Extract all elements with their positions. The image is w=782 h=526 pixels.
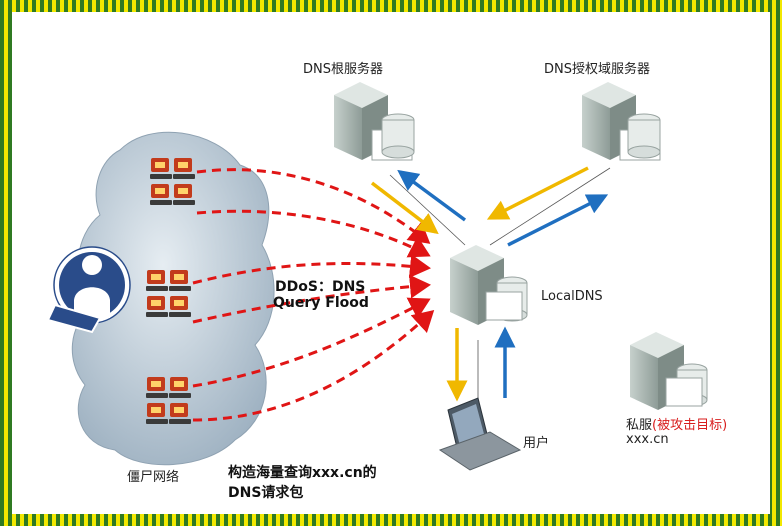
bot-group-top — [150, 158, 195, 205]
auth-server-icon — [582, 82, 661, 161]
root-server-label: DNS根服务器 — [303, 62, 383, 77]
private-target-close: ) — [722, 418, 728, 433]
private-server-icon — [630, 332, 708, 410]
query-arrows — [370, 166, 589, 402]
local-dns-server-icon — [450, 245, 528, 325]
private-target-open: ( — [652, 418, 658, 433]
hacker-icon — [46, 246, 131, 334]
laptop-icon — [438, 397, 522, 471]
private-server-name: 私服 — [626, 418, 653, 433]
caption-line1: 构造海量查询xxx.cn的 — [228, 465, 377, 481]
reply-arrows — [397, 169, 609, 398]
user-label: 用户 — [523, 436, 550, 451]
attack-label-line2: Query Flood — [273, 295, 369, 311]
private-server-label: 私服(被攻击目标) — [626, 414, 727, 433]
botnet-label: 僵尸网络 — [127, 470, 180, 485]
local-dns-label: LocalDNS — [541, 289, 603, 304]
auth-server-label: DNS授权域服务器 — [544, 62, 650, 77]
attack-label-line1: DDoS：DNS — [275, 279, 366, 295]
bot-group-bottom — [146, 377, 191, 424]
private-domain-label: xxx.cn — [626, 432, 669, 447]
attack-arrows — [192, 168, 435, 422]
bot-group-middle — [146, 270, 191, 317]
caption-line2: DNS请求包 — [228, 485, 304, 501]
bot-computers — [146, 158, 195, 424]
private-target-text: 被攻击目标 — [657, 418, 723, 433]
root-server-icon — [334, 82, 415, 161]
